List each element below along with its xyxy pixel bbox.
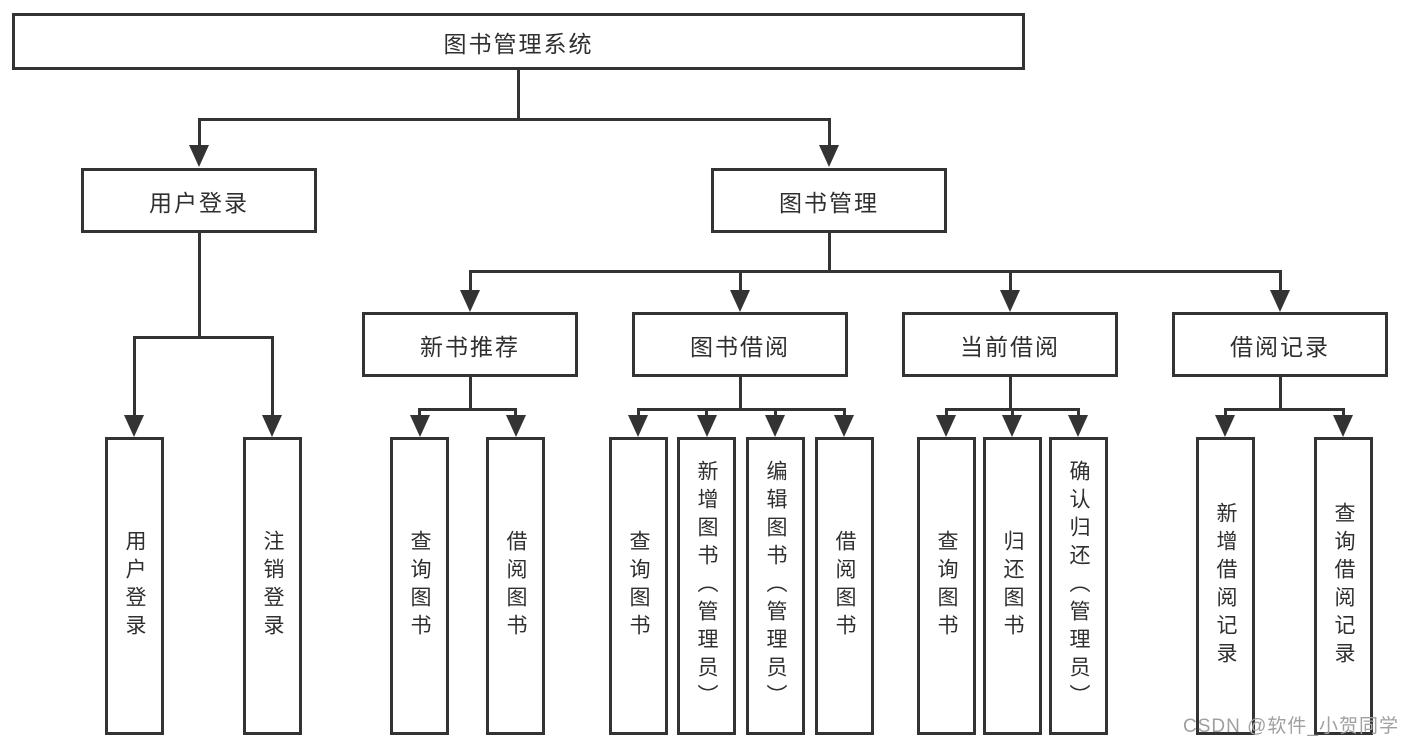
leaf-add-borrow-record: 新增借阅记录: [1196, 437, 1255, 735]
connector-level3-shaft: [1279, 270, 1282, 292]
node-current-borrow: 当前借阅: [902, 312, 1118, 377]
connector-leaf-shaft: [418, 408, 421, 418]
arrowhead-icon: [1000, 290, 1020, 312]
node-book-manage: 图书管理: [711, 168, 947, 233]
connector-current-stub: [1009, 377, 1012, 411]
arrowhead-icon: [189, 145, 209, 167]
leaf-confirm-return-admin: 确认归还（管理员）: [1049, 437, 1108, 735]
connector-leaf-shaft: [133, 336, 136, 417]
connector-login-hline: [133, 336, 274, 339]
connector-records-stub: [1279, 377, 1282, 411]
connector-borrow-stub: [739, 377, 742, 411]
leaf-recommend-borrow-book: 借阅图书: [486, 437, 545, 735]
connector-leaf-shaft: [1224, 408, 1227, 418]
connector-leaf-shaft: [705, 408, 708, 418]
node-root: 图书管理系统: [12, 13, 1025, 70]
arrowhead-icon: [936, 415, 956, 437]
connector-manage-shaft: [828, 118, 831, 148]
connector-leaf-shaft: [1077, 408, 1080, 418]
arrowhead-icon: [124, 415, 144, 437]
connector-recommend-stub: [469, 377, 472, 411]
leaf-logout: 注销登录: [243, 437, 302, 735]
connector-leaf-shaft: [945, 408, 948, 418]
connector-level3-shaft: [469, 270, 472, 292]
leaf-recommend-query-book: 查询图书: [390, 437, 449, 735]
leaf-add-book-admin: 新增图书（管理员）: [677, 437, 736, 735]
arrowhead-icon: [1215, 415, 1235, 437]
connector-borrow-hline: [637, 408, 846, 411]
arrowhead-icon: [262, 415, 282, 437]
connector-manage-stub: [828, 233, 831, 273]
leaf-user-login: 用户登录: [105, 437, 164, 735]
connector-leaf-shaft: [843, 408, 846, 418]
connector-login-shaft: [198, 118, 201, 148]
node-borrow-records: 借阅记录: [1172, 312, 1388, 377]
csdn-watermark: CSDN @软件_小贺同学: [1183, 716, 1399, 737]
connector-level3-shaft: [739, 270, 742, 292]
connector-login-stub: [198, 233, 201, 339]
arrowhead-icon: [819, 145, 839, 167]
arrowhead-icon: [1333, 415, 1353, 437]
connector-leaf-shaft: [514, 408, 517, 418]
arrowhead-icon: [1002, 415, 1022, 437]
node-new-book-recommend: 新书推荐: [362, 312, 578, 377]
connector-leaf-shaft: [1342, 408, 1345, 418]
node-book-borrow: 图书借阅: [632, 312, 848, 377]
arrowhead-icon: [1270, 290, 1290, 312]
leaf-return-book: 归还图书: [983, 437, 1042, 735]
connector-leaf-shaft: [637, 408, 640, 418]
arrowhead-icon: [410, 415, 430, 437]
connector-recommend-hline: [418, 408, 517, 411]
arrowhead-icon: [506, 415, 526, 437]
connector-root-stub: [517, 70, 520, 121]
arrowhead-icon: [730, 290, 750, 312]
arrowhead-icon: [834, 415, 854, 437]
node-user-login: 用户登录: [81, 168, 317, 233]
connector-manage-hline: [469, 270, 1281, 273]
arrowhead-icon: [628, 415, 648, 437]
connector-level3-shaft: [1009, 270, 1012, 292]
connector-leaf-shaft: [271, 336, 274, 417]
leaf-borrow-query-book: 查询图书: [609, 437, 668, 735]
leaf-query-borrow-record: 查询借阅记录: [1314, 437, 1373, 735]
arrowhead-icon: [460, 290, 480, 312]
arrowhead-icon: [697, 415, 717, 437]
connector-records-hline: [1224, 408, 1345, 411]
leaf-current-query-book: 查询图书: [917, 437, 976, 735]
leaf-borrow-book: 借阅图书: [815, 437, 874, 735]
connector-root-hline: [198, 118, 831, 121]
connector-leaf-shaft: [774, 408, 777, 418]
leaf-edit-book-admin: 编辑图书（管理员）: [746, 437, 805, 735]
arrowhead-icon: [1068, 415, 1088, 437]
connector-leaf-shaft: [1011, 408, 1014, 418]
arrowhead-icon: [765, 415, 785, 437]
